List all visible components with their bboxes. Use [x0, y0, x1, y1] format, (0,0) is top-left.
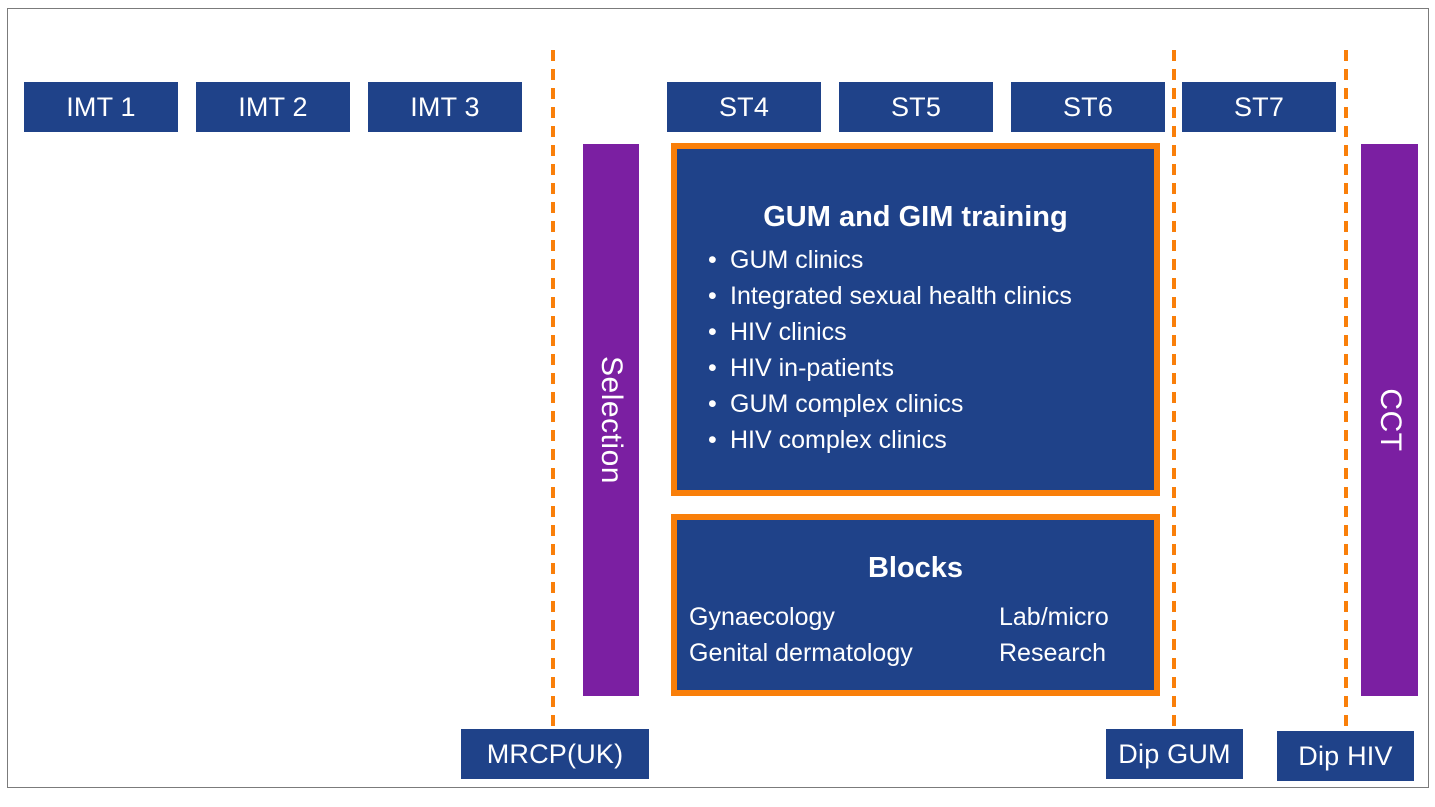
list-item: HIV clinics: [704, 314, 1154, 350]
stage-label: IMT 1: [66, 91, 136, 122]
block-item: Research: [999, 639, 1106, 667]
block-item: Lab/micro: [999, 603, 1109, 631]
list-item: HIV in-patients: [704, 350, 1154, 386]
training-bullet-list: GUM clinics Integrated sexual health cli…: [677, 242, 1154, 458]
list-item: HIV complex clinics: [704, 422, 1154, 458]
stage-box-st6[interactable]: ST6: [1011, 82, 1165, 132]
stage-label: IMT 3: [410, 91, 480, 122]
stage-box-st5[interactable]: ST5: [839, 82, 993, 132]
frame-border-top: [7, 8, 1429, 9]
list-item: GUM complex clinics: [704, 386, 1154, 422]
panel-title: Blocks: [867, 552, 964, 584]
exam-label: Dip HIV: [1298, 740, 1393, 771]
milestone-bar-label: CCT: [1373, 388, 1407, 452]
exam-label: MRCP(UK): [486, 738, 624, 769]
panel-gum-gim-training[interactable]: GUM and GIM training GUM clinics Integra…: [671, 143, 1160, 496]
exam-label: Dip GUM: [1118, 738, 1231, 769]
panel-blocks[interactable]: Blocks Gynaecology Lab/micro Genital der…: [671, 514, 1160, 696]
block-item: Genital dermatology: [689, 639, 913, 667]
frame-border-left: [7, 8, 8, 788]
panel-title: GUM and GIM training: [763, 201, 1068, 233]
list-item: GUM clinics: [704, 242, 1154, 278]
milestone-bar-selection[interactable]: Selection: [583, 144, 639, 696]
stage-box-imt-1[interactable]: IMT 1: [24, 82, 178, 132]
dashed-divider-selection: [551, 50, 555, 730]
stage-label: ST4: [718, 91, 770, 122]
stage-label: IMT 2: [238, 91, 308, 122]
list-item: Integrated sexual health clinics: [704, 278, 1154, 314]
milestone-bar-label: Selection: [595, 356, 628, 484]
stage-box-imt-2[interactable]: IMT 2: [196, 82, 350, 132]
milestone-bar-cct[interactable]: CCT: [1361, 144, 1418, 696]
exam-box-dip-hiv[interactable]: Dip HIV: [1277, 731, 1414, 781]
frame-border-bottom: [7, 787, 1429, 788]
exam-box-dip-gum[interactable]: Dip GUM: [1106, 729, 1243, 779]
stage-label: ST6: [1062, 91, 1114, 122]
stage-box-st4[interactable]: ST4: [667, 82, 821, 132]
stage-box-imt-3[interactable]: IMT 3: [368, 82, 522, 132]
blocks-grid: Gynaecology Lab/micro Genital dermatolog…: [677, 599, 1154, 671]
dashed-divider-dip-gum: [1172, 50, 1176, 730]
block-item: Gynaecology: [689, 603, 835, 631]
frame-border-right: [1428, 8, 1429, 788]
exam-box-mrcp-uk[interactable]: MRCP(UK): [461, 729, 649, 779]
stage-label: ST7: [1233, 91, 1285, 122]
stage-label: ST5: [890, 91, 942, 122]
stage-box-st7[interactable]: ST7: [1182, 82, 1336, 132]
dashed-divider-cct: [1344, 50, 1348, 730]
